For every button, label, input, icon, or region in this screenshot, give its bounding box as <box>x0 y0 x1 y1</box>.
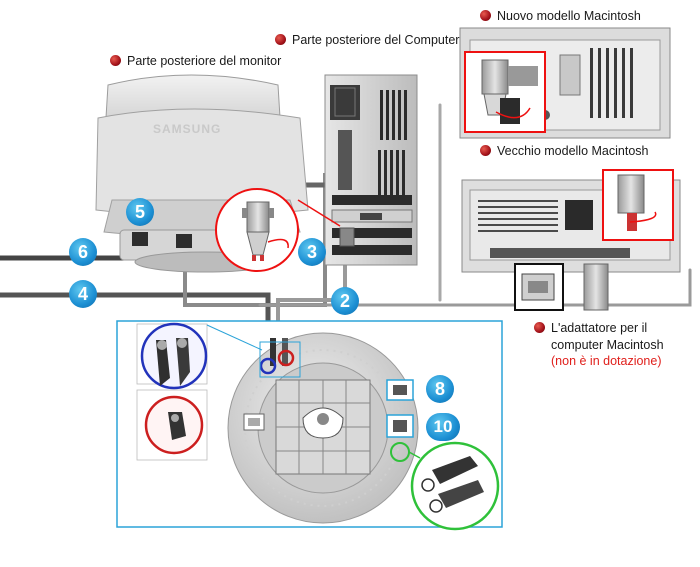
blue-cable-highlight <box>140 322 208 390</box>
cable-mac <box>258 268 692 307</box>
badge-2: 2 <box>331 287 359 315</box>
monitor-brand-logo: SAMSUNG <box>153 122 222 136</box>
bullet-icon <box>480 10 491 21</box>
monitor-video-port <box>132 232 148 246</box>
badge-8: 8 <box>426 375 454 403</box>
vga-connector-detail <box>215 188 341 272</box>
label-adapter-line2: computer Macintosh <box>551 338 664 352</box>
bullet-icon <box>275 34 286 45</box>
label-adapter: L'adattatore per il <box>534 320 647 336</box>
badge-3: 3 <box>298 238 326 266</box>
bullet-icon <box>480 145 491 156</box>
green-cable-highlight <box>410 441 500 531</box>
label-monitor-back: Parte posteriore del monitor <box>110 53 281 69</box>
bullet-icon <box>110 55 121 66</box>
label-computer-back: Parte posteriore del Computer <box>275 32 459 48</box>
old-macintosh <box>461 169 681 311</box>
computer-vga-port <box>339 227 355 247</box>
label-adapter-note: (non è in dotazione) <box>551 354 662 368</box>
badge-5: 5 <box>126 198 154 226</box>
new-macintosh <box>459 27 671 139</box>
badge-6: 6 <box>69 238 97 266</box>
badge-10: 10 <box>426 413 460 441</box>
monitor-power-port <box>176 234 192 248</box>
badge-4: 4 <box>69 280 97 308</box>
label-old-mac: Vecchio modello Macintosh <box>480 143 648 159</box>
bullet-icon <box>534 322 545 333</box>
label-new-mac: Nuovo modello Macintosh <box>480 8 641 24</box>
computer-tower <box>324 74 418 266</box>
